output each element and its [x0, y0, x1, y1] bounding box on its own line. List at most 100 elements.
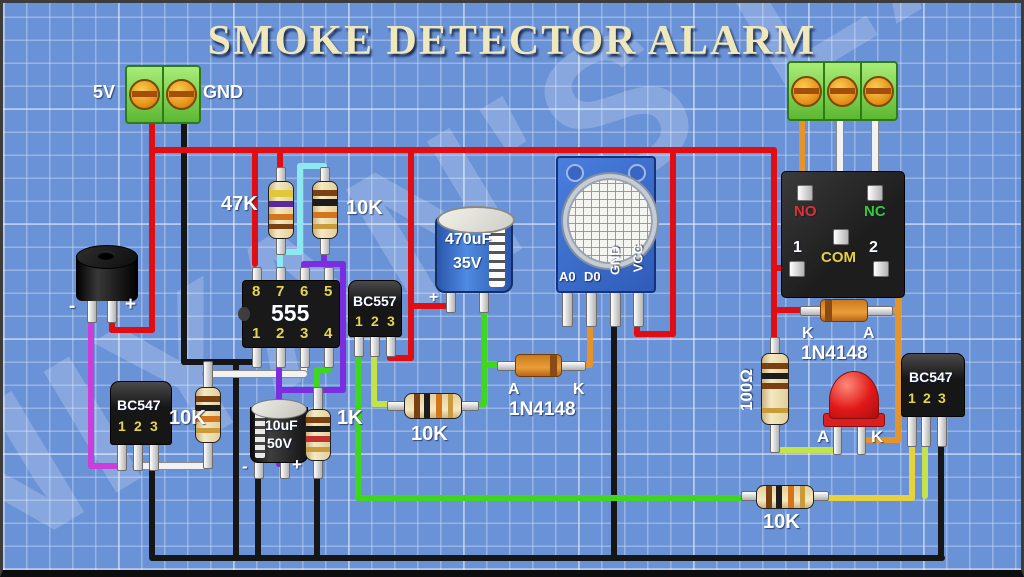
ic-pin — [252, 345, 262, 368]
cap10-minus: - — [242, 457, 248, 476]
wire-green — [474, 401, 486, 407]
wire-yellowgreen — [771, 447, 837, 453]
wire-yellow — [823, 495, 915, 501]
bc547l-name: BC547 — [117, 397, 161, 413]
led-anode: A — [817, 427, 830, 446]
bc557-pin1: 1 — [355, 313, 363, 329]
wire-cyan — [297, 163, 327, 169]
label-100ohm: 100Ω — [737, 369, 756, 411]
transistor-pin — [386, 334, 396, 357]
wire-green — [481, 305, 487, 407]
bc547l-pin3: 3 — [150, 418, 158, 434]
terminal-cell — [127, 67, 164, 122]
label-10k-left: 10K — [169, 407, 206, 429]
buzzer-plus: + — [125, 294, 137, 315]
resistor-lead — [770, 421, 780, 453]
cap-top — [437, 206, 515, 234]
wire-gnd — [611, 323, 617, 559]
transistor-pin — [117, 442, 127, 471]
diode-mid-anode: A — [508, 381, 520, 398]
label-47k: 47K — [221, 193, 258, 215]
transistor-pin — [921, 414, 931, 447]
bc547r-name: BC547 — [909, 369, 953, 385]
bc547r-pin1: 1 — [908, 390, 916, 406]
resistor-lead — [203, 439, 213, 469]
wire-5v — [408, 303, 454, 309]
wire-gnd — [149, 465, 155, 559]
ic555-pin8: 8 — [252, 283, 261, 300]
sensor-pin — [633, 291, 644, 327]
wire-cyan — [277, 249, 303, 255]
diode-lead — [865, 306, 893, 316]
cap470-value: 470uF — [445, 231, 492, 248]
wire-purple — [301, 261, 307, 271]
power-terminal-block — [125, 65, 201, 124]
wire-5v — [252, 151, 258, 267]
wire-green — [485, 362, 499, 368]
label-10k-bottom: 10K — [763, 511, 800, 533]
sensor-label-vcc: VCC — [630, 244, 646, 273]
ic-pin — [324, 345, 334, 368]
cap-stripe — [489, 221, 505, 287]
wire-5v — [408, 147, 414, 361]
relay-pin-com — [833, 229, 849, 245]
wire-5v — [109, 319, 115, 333]
wire-yellowgreen — [922, 443, 928, 499]
relay-label-no: NO — [794, 203, 817, 220]
wire-5v — [771, 147, 777, 355]
relay-label-2: 2 — [869, 239, 878, 256]
relay-label-1: 1 — [793, 239, 802, 256]
cap10-voltage: 50V — [267, 435, 292, 451]
transistor-pin — [149, 442, 159, 471]
ic-555 — [238, 280, 340, 348]
wire-cyan — [277, 251, 283, 271]
ic555-name: 555 — [271, 300, 310, 326]
relay-pin-2 — [873, 261, 889, 277]
relay-label-nc: NC — [864, 203, 886, 220]
wire-5v — [634, 323, 640, 337]
wire-gnd-rail — [149, 555, 945, 561]
wire-base-left — [133, 463, 209, 469]
ic-pin — [276, 345, 286, 368]
wire-5v — [149, 95, 155, 333]
relay-label-com: COM — [821, 249, 856, 266]
sensor-mesh — [563, 174, 657, 268]
wire-gnd — [181, 95, 187, 365]
wire-cyan — [297, 163, 303, 255]
terminal-cell — [825, 63, 862, 119]
ic555-pin1: 1 — [252, 325, 261, 342]
resistor-10k-left — [195, 387, 221, 443]
bc547l-pin1: 1 — [118, 418, 126, 434]
ic555-pin5: 5 — [324, 283, 333, 300]
wire-green — [314, 367, 331, 373]
terminal-cell — [789, 63, 826, 119]
wire-buzzer-neg — [88, 463, 123, 469]
cap-top — [251, 399, 307, 419]
led-red — [829, 371, 879, 419]
screw-icon — [790, 75, 822, 107]
transistor-pin — [370, 334, 380, 357]
wire-orange-d0 — [581, 362, 593, 368]
bc557-pin2: 2 — [371, 313, 379, 329]
relay-terminal-block — [787, 61, 898, 121]
terminal-cell — [862, 63, 896, 119]
diode-right-cathode: K — [802, 325, 814, 342]
diode-mid-cathode: K — [573, 381, 585, 398]
page-title: SMOKE DETECTOR ALARM — [207, 18, 817, 64]
transistor-bc547-right — [901, 353, 965, 417]
buzzer-minus: - — [69, 296, 76, 317]
sensor-pin — [610, 291, 621, 327]
cap-stripe — [255, 412, 265, 458]
bc547r-pin2: 2 — [923, 390, 931, 406]
transistor-pin — [907, 414, 917, 447]
label-5v: 5V — [93, 82, 116, 102]
ic-pin — [300, 345, 310, 368]
wire-555-out — [203, 371, 307, 377]
ic555-pin4: 4 — [324, 325, 333, 342]
diode-right-anode: A — [863, 325, 875, 342]
wire-buzzer-neg — [88, 319, 94, 469]
led-pin — [857, 425, 866, 455]
ic555-pin2: 2 — [276, 325, 285, 342]
transistor-pin — [354, 334, 364, 357]
